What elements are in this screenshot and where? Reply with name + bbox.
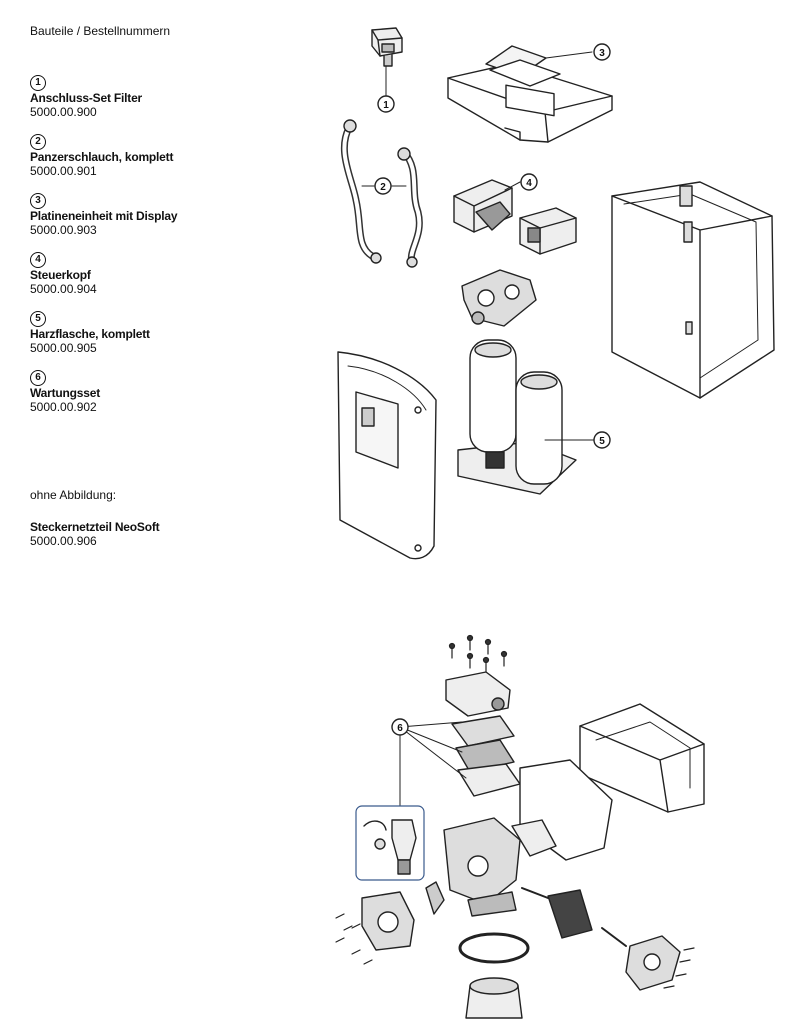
part-number-badge: 5: [30, 311, 46, 327]
seal-rings-illustration: [361, 881, 681, 1019]
armored-hose-illustration: [340, 119, 423, 268]
resin-bottle-illustration: [457, 339, 595, 495]
callout-marker: 3: [593, 43, 611, 61]
part-item-extra: Steckernetzteil NeoSoft 5000.00.906: [30, 520, 160, 548]
part-order-number: 5000.00.903: [30, 223, 97, 237]
page-heading: Bauteile / Bestellnummern: [30, 24, 171, 38]
part-item: 1 Anschluss-Set Filter 5000.00.900: [30, 72, 290, 119]
callout-marker: 5: [593, 431, 611, 449]
part-name: Harzflasche, komplett: [30, 327, 150, 341]
part-number-badge: 4: [30, 252, 46, 268]
connection-set-illustration: [371, 27, 403, 97]
part-number-badge: 6: [30, 370, 46, 386]
without-illustration-note: ohne Abbildung:: [30, 488, 117, 502]
part-order-number: 5000.00.901: [30, 164, 97, 178]
svg-text:4: 4: [526, 178, 532, 189]
part-name: Anschluss-Set Filter: [30, 91, 143, 105]
service-set-illustration: [355, 671, 521, 881]
svg-text:5: 5: [599, 436, 605, 447]
part-name: Steuerkopf: [30, 268, 91, 282]
screws-illustration: [448, 634, 508, 673]
svg-text:6: 6: [397, 723, 403, 734]
part-item: 3 Platineneinheit mit Display 5000.00.90…: [30, 190, 290, 237]
small-screws-illustration: [335, 913, 695, 989]
cabinet-housing-illustration: [611, 181, 775, 399]
part-item: 5 Harzflasche, komplett 5000.00.905: [30, 308, 290, 355]
part-name: Wartungsset: [30, 386, 101, 400]
valve-body-illustration: [443, 759, 627, 947]
callout-marker: 6: [391, 718, 409, 736]
part-number-badge: 3: [30, 193, 46, 209]
callout-marker: 1: [377, 95, 395, 113]
control-head-illustration: [453, 179, 577, 327]
part-item: 6 Wartungsset 5000.00.902: [30, 367, 290, 414]
lid-display-illustration: [447, 45, 613, 143]
part-name: Steckernetzteil NeoSoft: [30, 520, 160, 534]
front-panel-illustration: [337, 351, 437, 560]
part-order-number: 5000.00.906: [30, 534, 97, 548]
callout-marker: 2: [374, 177, 392, 195]
part-number-badge: 1: [30, 75, 46, 91]
part-name: Platineneinheit mit Display: [30, 209, 178, 223]
part-order-number: 5000.00.905: [30, 341, 97, 355]
svg-text:3: 3: [599, 48, 605, 59]
callout-marker: 4: [520, 173, 538, 191]
svg-text:2: 2: [380, 182, 386, 193]
part-name: Panzerschlauch, komplett: [30, 150, 174, 164]
part-order-number: 5000.00.902: [30, 400, 97, 414]
part-number-badge: 2: [30, 134, 46, 150]
parts-list: 1 Anschluss-Set Filter 5000.00.900 2 Pan…: [30, 72, 290, 426]
part-order-number: 5000.00.900: [30, 105, 97, 119]
svg-text:1: 1: [383, 100, 389, 111]
part-item: 4 Steuerkopf 5000.00.904: [30, 249, 290, 296]
part-item: 2 Panzerschlauch, komplett 5000.00.901: [30, 131, 290, 178]
part-order-number: 5000.00.904: [30, 282, 97, 296]
